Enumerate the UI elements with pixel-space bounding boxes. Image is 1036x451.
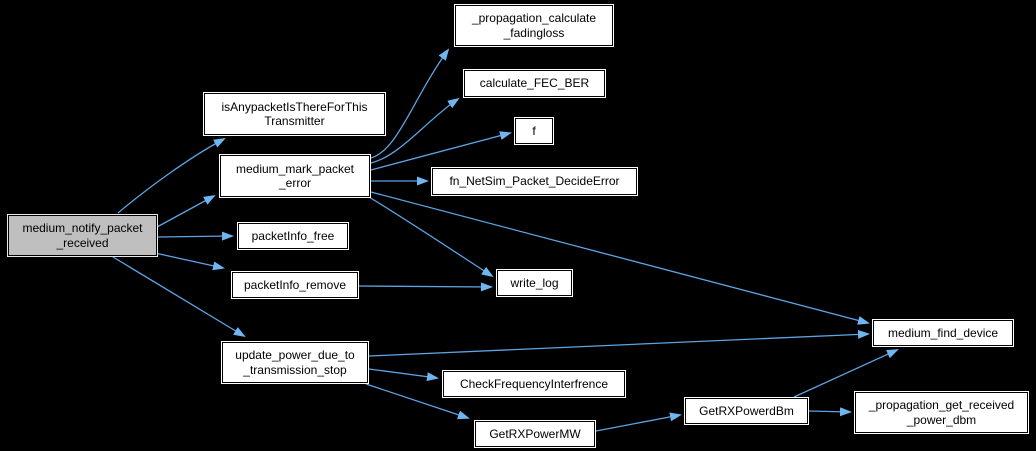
node-GetRXPowerMW[interactable]: GetRXPowerMW bbox=[475, 421, 595, 447]
edge-medium_mark_packet_error-to-f bbox=[370, 131, 512, 171]
edge-medium_mark_packet_error-to-calculate_FEC_BER bbox=[370, 97, 460, 164]
node-CheckFrequencyInterfrence[interactable]: CheckFrequencyInterfrence bbox=[443, 371, 625, 397]
edge-GetRXPowerdBm-to-_propagation_get_received_power_dbm bbox=[808, 407, 852, 417]
node-_propagation_get_received_power_dbm[interactable]: _propagation_get_received _power_dbm bbox=[855, 392, 1028, 433]
edge-medium_notify_packet_received-to-packetInfo_remove bbox=[154, 252, 225, 271]
node-GetRXPowerdBm[interactable]: GetRXPowerdBm bbox=[685, 398, 808, 424]
edge-update_power_due_to_transmission_stop-to-medium_find_device bbox=[368, 329, 870, 357]
node-calculate_FEC_BER[interactable]: calculate_FEC_BER bbox=[464, 70, 605, 97]
edge-medium_mark_packet_error-to-write_log bbox=[368, 196, 494, 278]
node-medium_find_device[interactable]: medium_find_device bbox=[873, 320, 1013, 346]
edge-update_power_due_to_transmission_stop-to-GetRXPowerMW bbox=[365, 383, 470, 420]
edge-packetInfo_remove-to-write_log bbox=[358, 282, 493, 292]
node-packetInfo_remove[interactable]: packetInfo_remove bbox=[232, 272, 358, 298]
node-write_log[interactable]: write_log bbox=[497, 270, 572, 296]
node-update_power_due_to_transmission_stop[interactable]: update_power_due_to _transmission_stop bbox=[222, 342, 368, 383]
node-packetInfo_free[interactable]: packetInfo_free bbox=[238, 223, 348, 249]
edge-medium_mark_packet_error-to-medium_find_device bbox=[370, 191, 870, 325]
node-medium_notify_packet_received[interactable]: medium_notify_packet _received bbox=[8, 215, 157, 256]
node-_propagation_calculate_fadingloss[interactable]: _propagation_calculate _fadingloss bbox=[455, 5, 613, 46]
edge-medium_notify_packet_received-to-isAnypacketIsThereForThisTransmitter bbox=[117, 138, 226, 214]
edge-medium_mark_packet_error-to-_propagation_calculate_fadingloss bbox=[370, 48, 450, 159]
edge-medium_notify_packet_received-to-update_power_due_to_transmission_stop bbox=[112, 256, 246, 338]
edge-GetRXPowerMW-to-GetRXPowerdBm bbox=[595, 412, 682, 432]
node-f[interactable]: f bbox=[515, 118, 553, 144]
edge-GetRXPowerdBm-to-medium_find_device bbox=[793, 349, 899, 398]
edge-update_power_due_to_transmission_stop-to-CheckFrequencyInterfrence bbox=[368, 368, 439, 382]
node-medium_mark_packet_error[interactable]: medium_mark_packet _error bbox=[220, 155, 370, 197]
node-fn_NetSim_Packet_DecideError[interactable]: fn_NetSim_Packet_DecideError bbox=[432, 168, 637, 195]
node-isAnypacketIsThereForThisTransmitter[interactable]: isAnypacketIsThereForThis Transmitter bbox=[204, 93, 385, 135]
edge-medium_notify_packet_received-to-packetInfo_free bbox=[156, 231, 234, 241]
edge-medium_notify_packet_received-to-medium_mark_packet_error bbox=[156, 195, 216, 228]
